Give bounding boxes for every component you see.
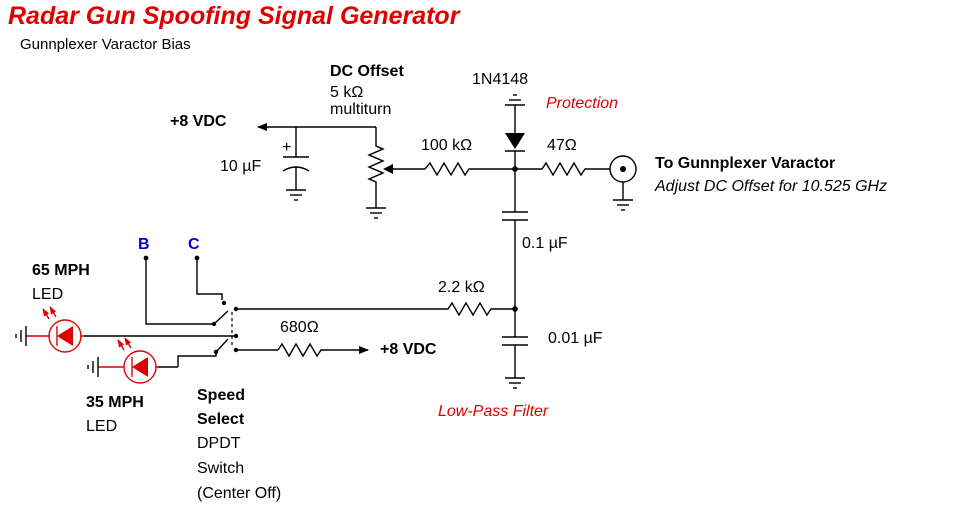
switch-label-dpdt: DPDT — [197, 435, 241, 452]
diode-1n4148 — [505, 105, 525, 169]
dpdt-switch — [211, 300, 239, 355]
output-title-label: To Gunnplexer Varactor — [655, 155, 835, 172]
pot-value-label: 5 kΩ — [330, 84, 363, 101]
resistor-100k — [424, 161, 515, 177]
resistor-2k2-label: 2.2 kΩ — [438, 279, 485, 296]
capacitor-0-1uf — [502, 169, 528, 309]
input-c-label: C — [188, 236, 200, 253]
resistor-2k2 — [236, 301, 515, 317]
output-note-label: Adjust DC Offset for 10.525 GHz — [654, 178, 887, 195]
resistor-680 — [277, 342, 369, 358]
led-35-mph — [98, 337, 158, 384]
ground-symbol — [15, 326, 27, 346]
resistor-47 — [515, 161, 610, 177]
diagram-title: Radar Gun Spoofing Signal Generator — [8, 2, 461, 30]
resistor-47-label: 47Ω — [547, 137, 577, 154]
ground-symbol — [366, 207, 386, 219]
supply-label-top: +8 VDC — [170, 113, 227, 130]
capacitor-0-01uf-label: 0.01 µF — [548, 330, 603, 347]
pot-type-label: multiturn — [330, 101, 391, 118]
switch-label-switch: Switch — [197, 460, 244, 477]
capacitor-polarity-plus: + — [282, 139, 291, 156]
ground-symbol — [87, 357, 99, 377]
led-65-speed-label: 65 MPH — [32, 262, 90, 279]
dc-offset-label: DC Offset — [330, 63, 404, 80]
diagram-subtitle: Gunnplexer Varactor Bias — [20, 36, 191, 53]
capacitor-0-01uf — [502, 309, 528, 378]
low-pass-filter-label: Low-Pass Filter — [438, 403, 549, 420]
led-65-type-label: LED — [32, 286, 63, 303]
led-65-mph — [26, 306, 84, 353]
switch-label-speed: Speed — [197, 387, 245, 404]
switch-label-select: Select — [197, 411, 245, 428]
input-b-label: B — [138, 236, 150, 253]
ground-symbol — [505, 94, 525, 106]
input-b-wire — [145, 258, 214, 325]
ground-symbol — [613, 199, 633, 211]
led-35-wire — [177, 352, 217, 367]
diode-part-label: 1N4148 — [472, 71, 528, 88]
supply-label-bottom: +8 VDC — [380, 341, 437, 358]
capacitor-10uf-label: 10 µF — [220, 158, 261, 175]
top-supply-wire — [257, 123, 377, 140]
resistor-680-label: 680Ω — [280, 319, 319, 336]
resistor-100k-label: 100 kΩ — [421, 137, 472, 154]
capacitor-0-1uf-label: 0.1 µF — [522, 235, 568, 252]
protection-label: Protection — [546, 95, 618, 112]
ground-symbol — [505, 377, 525, 389]
led-35-type-label: LED — [86, 418, 117, 435]
ground-symbol — [286, 189, 306, 201]
switch-label-center-off: (Center Off) — [197, 485, 281, 502]
input-c-wire — [196, 258, 223, 300]
coax-output-connector — [609, 155, 637, 200]
led-35-speed-label: 35 MPH — [86, 394, 144, 411]
capacitor-10uf — [282, 127, 310, 190]
potentiometer-dc-offset — [367, 140, 425, 208]
